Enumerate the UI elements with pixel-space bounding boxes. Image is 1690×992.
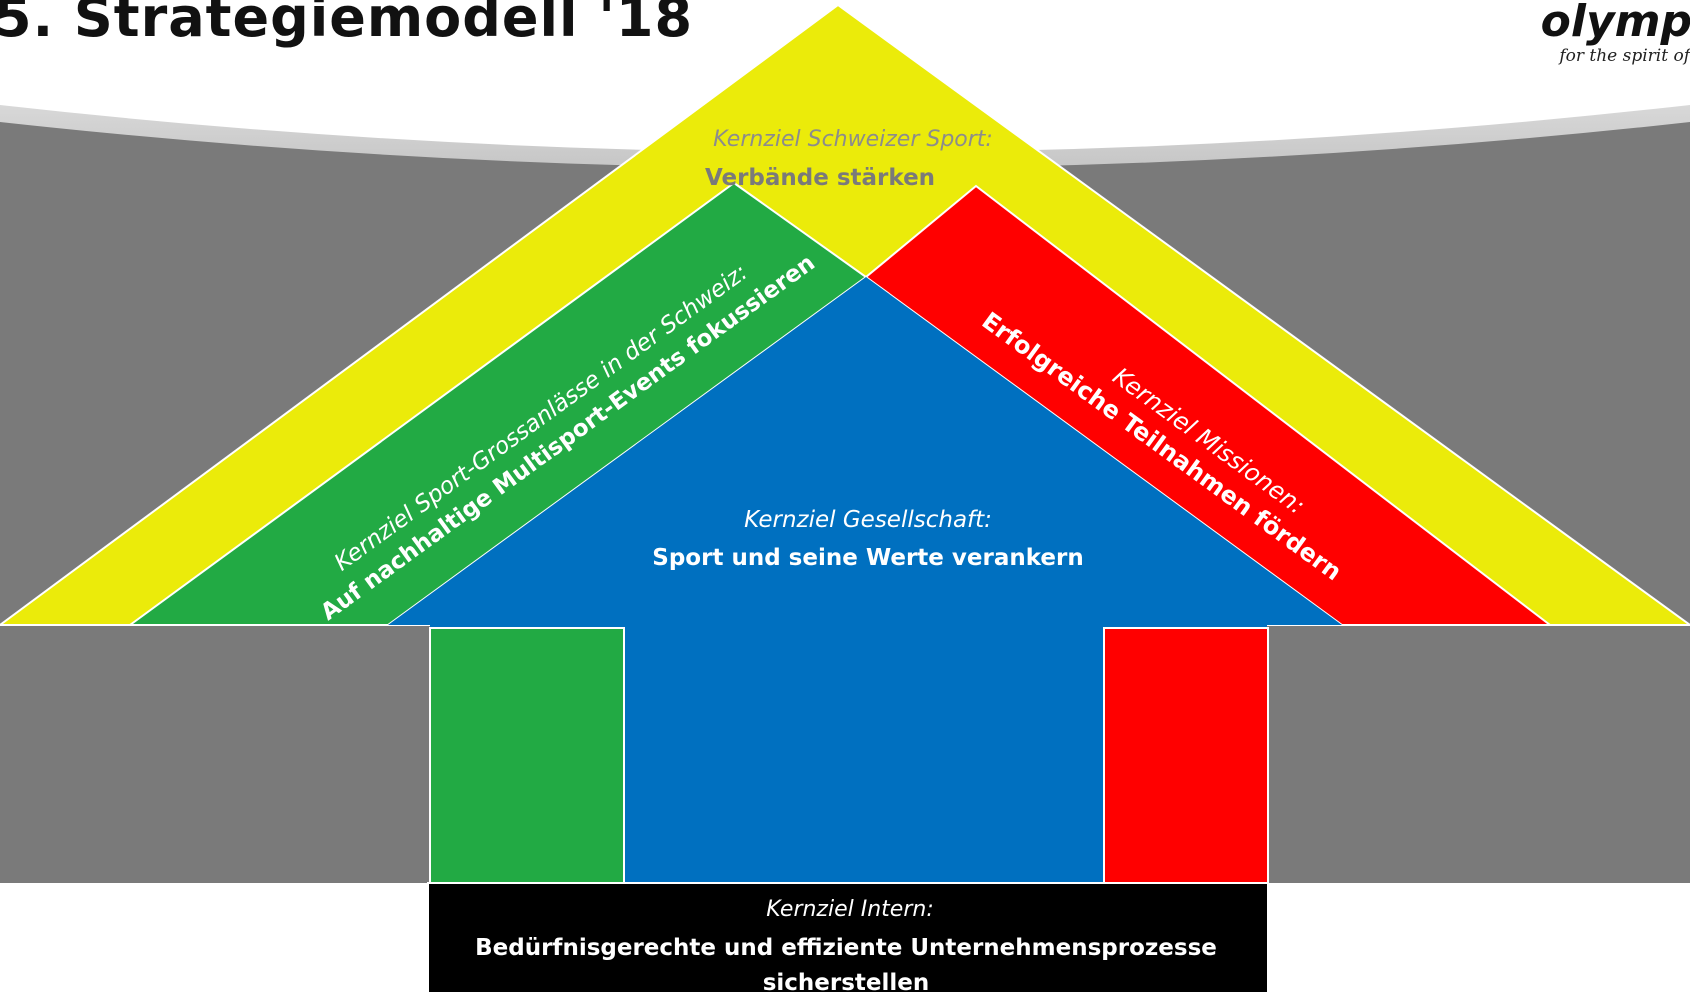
- foundation-black: [427, 882, 1269, 992]
- logo-tagline: for the spirit of: [1559, 46, 1690, 66]
- intern-text-line2: sicherstellen: [763, 970, 930, 992]
- logo-wordmark: olymp: [1540, 0, 1690, 47]
- verbaende-label: Kernziel Schweizer Sport:: [713, 127, 993, 152]
- intern-text-line1: Bedürfnisgerechte und effiziente Unterne…: [475, 935, 1217, 961]
- pillar-red: [1103, 627, 1269, 884]
- pillar-green: [429, 627, 625, 884]
- slide-title: 5. Strategiemodell '18: [0, 0, 694, 49]
- verbaende-text: Verbände stärken: [705, 165, 935, 191]
- intern-label: Kernziel Intern:: [766, 897, 933, 922]
- gesellschaft-label: Kernziel Gesellschaft:: [744, 507, 992, 533]
- gesellschaft-text: Sport und seine Werte verankern: [652, 545, 1083, 571]
- logo: olymp for the spirit of: [1541, 0, 1690, 66]
